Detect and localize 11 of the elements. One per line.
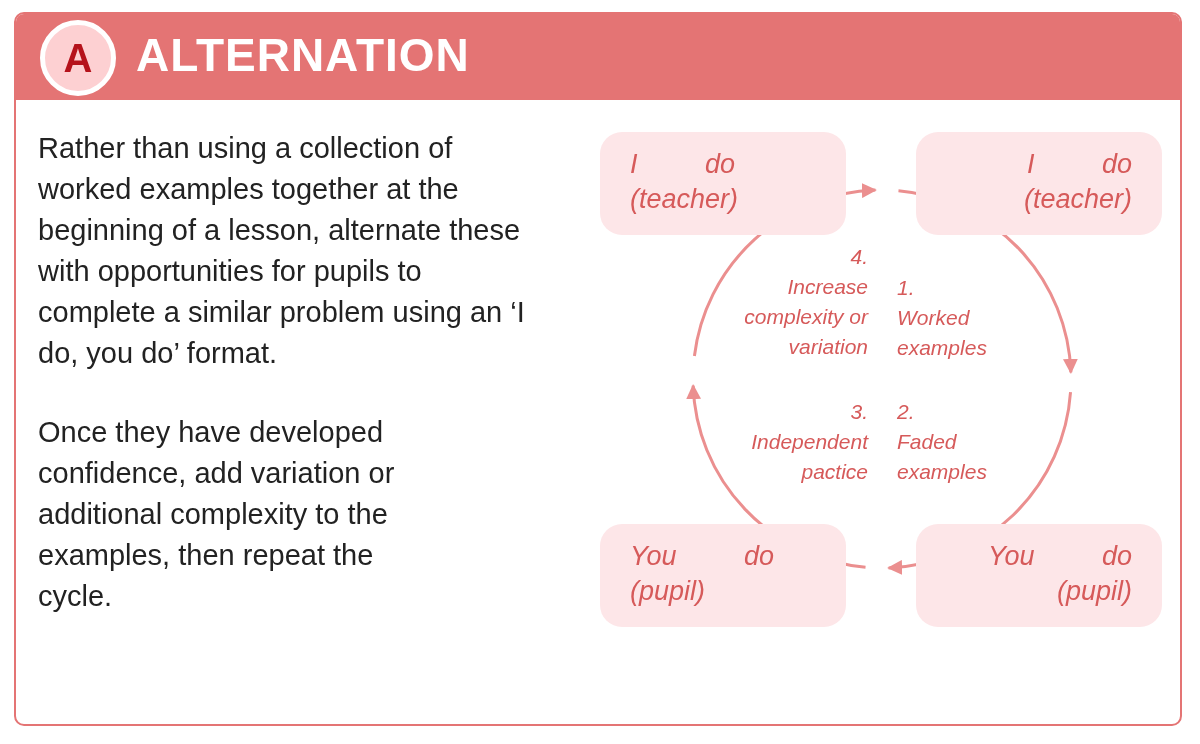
step-label: 1. Worked examples <box>897 275 988 361</box>
step-label: 3. Independent pactice <box>750 399 868 485</box>
role-box: I do (teacher) <box>600 132 846 235</box>
paragraph: Once they have developed confidence, add variation or additional complexity to the examples, then repeat the cycle. <box>38 415 396 614</box>
paragraph: Rather than using a collection of worked examples together at the beginning of a lesson, alternate these with opportunities for pupils to complete a similar problem using an ‘I do, you do’ format. <box>38 131 526 371</box>
role-box: I do (teacher) <box>916 132 1162 235</box>
title: ALTERNATION <box>136 28 470 82</box>
role-box: You do (pupil) <box>916 524 1162 627</box>
step-label: 4. Increase complexity or variation <box>743 244 868 360</box>
role-box: You do (pupil) <box>600 524 846 627</box>
step-label: 2. Faded examples <box>897 399 988 485</box>
